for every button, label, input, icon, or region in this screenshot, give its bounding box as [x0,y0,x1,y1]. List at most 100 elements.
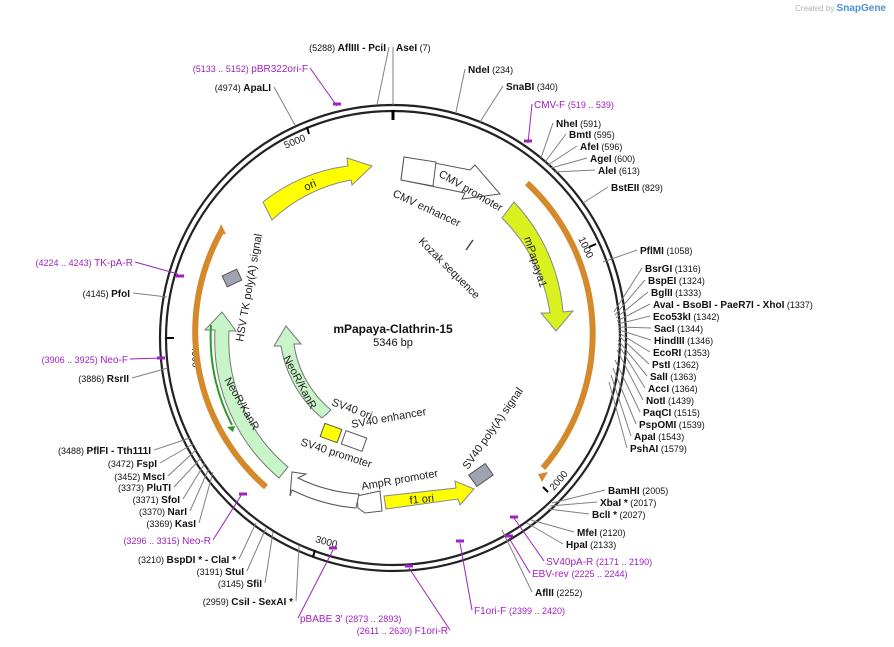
primer-mark-f1ori-r [405,564,413,568]
site-label-csii[interactable]: (2959) CsiI - SexAI * [203,597,293,608]
primer-label-neo-r[interactable]: (3296 .. 3315) Neo-R [124,536,211,547]
site-line-kasi [198,471,214,524]
site-position: (2959) [203,597,232,607]
site-line-sfii [264,531,274,584]
site-label-nhei[interactable]: NheI (591) [556,119,601,130]
site-name-bamhi: BamHI [608,486,640,497]
site-label-bamhi[interactable]: BamHI (2005) [608,486,668,497]
primer-label-pbr322ori-f[interactable]: (5133 .. 5152) pBR322ori-F [193,64,308,75]
tick-mark-5000 [306,126,310,135]
site-label-stui[interactable]: (3191) StuI [197,567,245,578]
primer-mark-tk-pa-r [176,274,184,278]
site-label-afei[interactable]: AfeI (596) [580,142,622,153]
site-label-bspdi[interactable]: (3210) BspDI * - ClaI * [138,555,236,566]
site-label-bsrgi[interactable]: BsrGI (1316) [645,264,701,275]
site-label-hindiii[interactable]: HindIII (1346) [654,336,713,347]
primer-label-tk-pa-r[interactable]: (4224 .. 4243) TK-pA-R [36,258,133,269]
site-position: (3452) [114,472,143,482]
site-line-aflii [501,529,533,593]
primer-label-neo-f[interactable]: (3906 .. 3925) Neo-F [42,355,128,366]
kozak-marker [465,239,474,251]
primer-name: F1ori-R [415,626,448,637]
site-name-eco53ki: Eco53kI [653,312,691,323]
site-label-noti[interactable]: NotI (1439) [646,396,694,407]
site-label-paqci[interactable]: PaqCI (1515) [643,408,700,419]
site-line-hindiii [618,329,652,341]
site-line-acci [617,343,646,389]
site-label-snabi[interactable]: SnaBI (340) [506,82,558,93]
site-label-saci[interactable]: SacI (1344) [654,324,703,335]
site-label-alei[interactable]: AleI (613) [598,166,640,177]
site-label-pshai[interactable]: PshAI (1579) [630,444,687,455]
primer-line-neo-f [129,357,163,360]
site-label-rsrii[interactable]: (3886) RsrII [78,374,129,385]
primer-label-ebv-rev[interactable]: EBV-rev (2225 .. 2244) [532,569,628,580]
primer-range: (3296 .. 3315) [124,536,183,546]
site-label-psti[interactable]: PstI (1362) [652,360,699,371]
site-label-bsteii[interactable]: BstEII (829) [611,183,663,194]
site-label-pflfi[interactable]: (3488) PflFI - Tth111I [58,446,151,457]
site-label-ecori[interactable]: EcoRI (1353) [653,348,710,359]
site-label-ndei[interactable]: NdeI (234) [468,65,513,76]
neor-kanr-outer-arrow [203,311,289,479]
site-label-bglii[interactable]: BglII (1333) [651,288,701,299]
site-label-fspi[interactable]: (3472) FspI [108,459,157,470]
primer-label-sv40pa-r[interactable]: SV40pA-R (2171 .. 2190) [546,557,652,568]
primer-label-cmv-f[interactable]: CMV-F (519 .. 539) [534,100,614,111]
site-label-afliii[interactable]: (5288) AflIII - PciI [309,43,386,54]
site-position: (3370) [139,507,168,517]
primer-line-neo-r [212,493,243,541]
site-line-bsrgi [613,267,643,313]
primer-range: (519 .. 539) [568,100,614,110]
site-label-asei[interactable]: AseI (7) [396,43,431,54]
site-name-afei: AfeI [580,142,599,153]
tick-mark-3000 [312,549,316,558]
site-label-pspomi[interactable]: PspOMI (1539) [639,420,705,431]
site-label-eco53ki[interactable]: Eco53kI (1342) [653,312,719,323]
site-label-apali[interactable]: (4974) ApaLI [215,83,272,94]
watermark-prefix: Created by [795,4,835,13]
primer-name: CMV-F [534,100,568,111]
site-label-sali[interactable]: SalI (1363) [650,372,696,383]
site-label-bcli[interactable]: BclI * (2027) [592,510,646,521]
site-name-sali: SalI [650,372,668,383]
primer-mark-f1ori-f [456,539,464,543]
site-label-nari[interactable]: (3370) NarI [139,507,187,518]
site-label-mfei[interactable]: MfeI (2120) [577,528,626,539]
site-position: (1363) [668,372,697,382]
site-line-sfoi [182,462,206,500]
mpapaya-orange-arrowhead [538,472,548,482]
primer-name: pBR322ori-F [251,64,308,75]
primer-label-f1ori-r[interactable]: (2611 .. 2630) F1ori-R [357,626,448,637]
site-line-bsteii [582,186,609,204]
site-label-pluti[interactable]: (3373) PluTI [118,483,171,494]
site-position: (2005) [640,486,669,496]
site-label-msci[interactable]: (3452) MscI [114,472,165,483]
site-label-apai[interactable]: ApaI (1543) [634,432,684,443]
site-line-paqci [614,359,641,413]
f1-ori-label: f1 ori [409,492,435,506]
site-line-saci [618,326,652,329]
site-label-sfoi[interactable]: (3371) SfoI [133,495,181,506]
site-label-acci[interactable]: AccI (1364) [648,384,698,395]
site-label-bmti[interactable]: BmtI (595) [569,130,615,141]
site-name-aflii: AflII [535,588,554,599]
site-label-aflii[interactable]: AflII (2252) [535,588,582,599]
site-label-xbai[interactable]: XbaI * (2017) [600,498,656,509]
site-line-bspdi [238,522,257,560]
site-position: (600) [612,154,636,164]
primer-label-f1ori-f[interactable]: F1ori-F (2399 .. 2420) [474,606,565,617]
site-label-agei[interactable]: AgeI (600) [590,154,635,165]
site-label-kasi[interactable]: (3369) KasI [146,519,196,530]
site-label-pfoi[interactable]: (4145) PfoI [83,289,131,300]
site-label-pflmi[interactable]: PflMI (1058) [640,246,692,257]
site-label-bspei[interactable]: BspEI (1324) [648,276,705,287]
sv40-enhancer-box [340,430,368,452]
site-label-sfii[interactable]: (3145) SfiI [218,579,262,590]
primer-label-pbabe-3[interactable]: pBABE 3' (2873 .. 2893) [300,614,401,625]
site-label-hpai[interactable]: HpaI (2133) [566,540,616,551]
site-line-pflmi [602,249,638,263]
primer-line-tk-pa-r [134,261,179,275]
site-label-avai[interactable]: AvaI - BsoBI - PaeR7I - XhoI (1337) [653,300,813,311]
mpapaya-orange-arc [524,180,596,470]
